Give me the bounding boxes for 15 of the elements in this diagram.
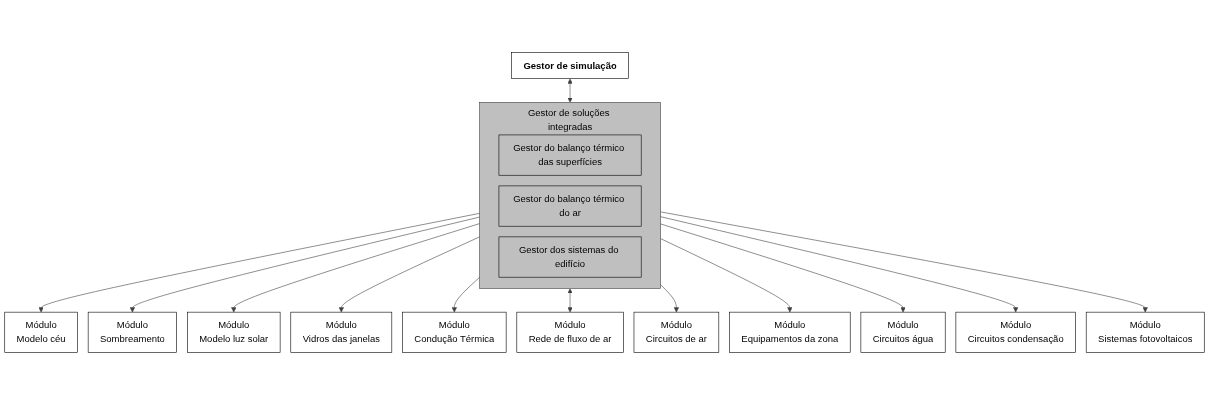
node-box: Gestor do balanço térmico das superfícies [498, 134, 642, 176]
node-box: Módulo Sistemas fotovoltaicos [1085, 311, 1205, 353]
node-box: Módulo Equipamentos da zona [729, 311, 851, 353]
node-box: Módulo Circuitos água [860, 311, 946, 353]
node-box: Módulo Rede de fluxo de ar [516, 311, 624, 353]
node-box: Gestor dos sistemas do edifício [498, 236, 642, 278]
node-box: Módulo Circuitos condensação [955, 311, 1076, 353]
node-box: Módulo Condução Térmica [402, 311, 507, 353]
node-box: Gestor de simulação [511, 52, 629, 79]
node-box: Módulo Vidros das janelas [290, 311, 393, 353]
node-box: Módulo Circuitos de ar [633, 311, 720, 353]
node-box: Módulo Sombreamento [87, 311, 177, 353]
node-box: Módulo Modelo céu [4, 311, 78, 353]
node-box: Módulo Modelo luz solar [187, 311, 281, 353]
node-box: Gestor do balanço térmico do ar [498, 185, 642, 227]
